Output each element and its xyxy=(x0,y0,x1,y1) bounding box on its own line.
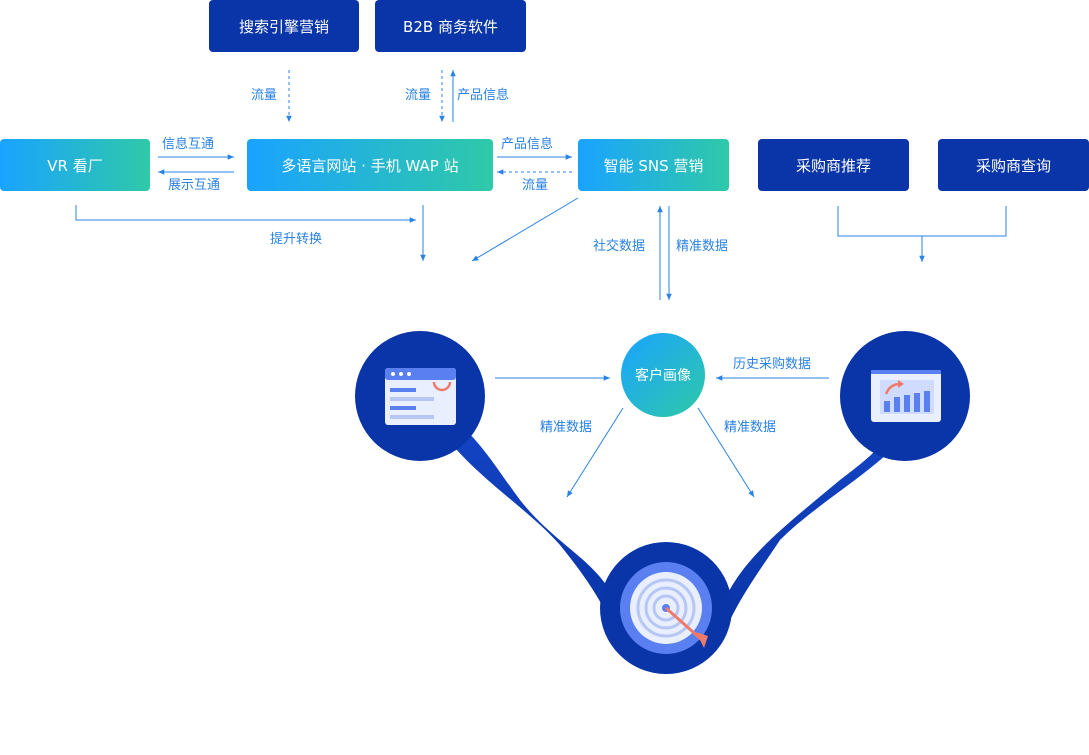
right-circle xyxy=(840,331,970,461)
label-traffic-2: 流量 xyxy=(405,88,432,103)
label-display-exchange: 展示互通 xyxy=(168,178,221,193)
browser-window-icon xyxy=(385,368,456,425)
edge-vr-boost xyxy=(75,205,416,223)
target-icon xyxy=(620,562,712,654)
label-info-exchange: 信息互通 xyxy=(162,137,215,152)
label-social-data: 社交数据 xyxy=(593,239,646,254)
label-precise-data-3: 精准数据 xyxy=(724,420,777,435)
node-buyer-recommend: 采购商推荐 xyxy=(758,139,909,191)
left-circle xyxy=(355,331,485,461)
node-vr-factory: VR 看厂 xyxy=(0,139,150,191)
label-product-info-2: 产品信息 xyxy=(501,137,554,152)
edge-profile-down-right xyxy=(697,407,755,498)
node-smart-sns: 智能 SNS 营销 xyxy=(578,139,729,191)
label-precise-data-1: 精准数据 xyxy=(676,239,729,254)
edge-profile-down-left xyxy=(566,407,624,498)
label-boost-conversion: 提升转换 xyxy=(270,232,323,247)
label-traffic-1: 流量 xyxy=(251,88,278,103)
node-search-marketing: 搜索引擎营销 xyxy=(209,0,359,52)
bar-chart-icon xyxy=(871,370,941,422)
node-multilang-site: 多语言网站 · 手机 WAP 站 xyxy=(247,139,493,191)
edge-buyer-bracket xyxy=(837,206,1007,237)
edge-sns-diagonal xyxy=(471,197,579,262)
node-customer-profile: 客户画像 xyxy=(621,333,705,417)
label-precise-data-2: 精准数据 xyxy=(540,420,593,435)
node-buyer-query: 采购商查询 xyxy=(938,139,1089,191)
node-b2b-software: B2B 商务软件 xyxy=(375,0,526,52)
label-traffic-3: 流量 xyxy=(522,178,549,193)
label-product-info-1: 产品信息 xyxy=(457,88,510,103)
label-history-purchase: 历史采购数据 xyxy=(733,357,812,372)
bottom-circle xyxy=(600,542,732,674)
